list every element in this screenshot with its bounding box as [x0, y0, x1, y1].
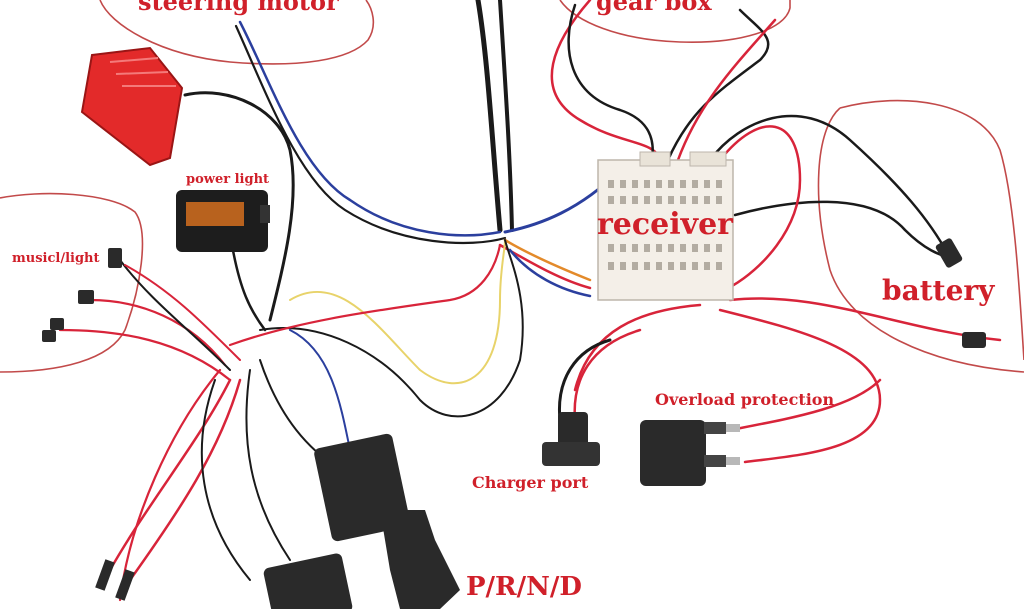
wire-yellow-loop	[289, 239, 506, 385]
wire-red-music-1	[58, 328, 232, 382]
wire-blue-bundle	[289, 329, 351, 451]
wire-red-loop	[228, 243, 502, 347]
wire-black-trunk-2	[498, 0, 514, 232]
wire-black-gearbox	[666, 8, 770, 162]
wire-black-charger	[557, 338, 612, 422]
label-battery: battery	[882, 274, 995, 307]
wire-blue-receiver-2	[508, 248, 592, 298]
wire-red-music-2	[88, 298, 227, 367]
wire-red-overload-2	[573, 303, 702, 392]
wire-red-music-3	[124, 264, 241, 361]
annotation-outlines	[0, 0, 1024, 373]
wire-red-down-2	[128, 378, 242, 582]
wire-black-steering	[234, 24, 507, 245]
power-light-display	[176, 190, 270, 252]
connector-battery	[935, 238, 986, 348]
wire-red-gearbox	[550, 0, 662, 162]
wire-black-battery	[708, 114, 952, 260]
wire-black-loop	[259, 239, 524, 418]
switch-connectors	[95, 433, 460, 609]
label-charger-port: Charger port	[472, 473, 589, 492]
label-gear-selector: P/R/N/D	[466, 572, 582, 602]
wire-red-charger	[573, 328, 642, 422]
wire-black-down-3	[200, 379, 251, 581]
wire-orange-receiver	[503, 238, 592, 282]
wire-blue-steering	[238, 20, 502, 237]
receiver-module	[597, 151, 734, 301]
label-steering-motor: steering motor	[138, 0, 339, 16]
wire-red-gearbox-2	[676, 18, 777, 162]
steering-motor-outline	[99, 0, 375, 65]
gear-box-outline	[559, 0, 791, 43]
wire-black-powerlight-2	[230, 243, 267, 332]
label-power-light: power light	[186, 172, 269, 187]
wire-black-powerlight	[183, 91, 295, 322]
wire-black-music	[119, 259, 231, 371]
wire-red-down-1	[108, 378, 232, 572]
wire-red-overload-3	[718, 378, 882, 434]
red-lamp	[80, 46, 184, 167]
wire-black-battery-2	[733, 200, 952, 260]
wire-red-overload	[718, 297, 1002, 464]
overload-protection-switch	[640, 420, 740, 486]
music-light-outline	[0, 192, 144, 373]
charger-port	[542, 412, 600, 466]
label-overload-protection: Overload protection	[655, 390, 834, 409]
wire-red-battery	[718, 125, 802, 288]
music-light-connectors	[42, 248, 122, 342]
wire-black-down-1	[245, 369, 291, 561]
wire-black-gearbox-2	[567, 3, 654, 162]
wire-black-trunk	[475, 0, 503, 233]
label-receiver: receiver	[597, 207, 734, 242]
battery-outline	[817, 99, 1024, 373]
wire-red-down-3	[118, 368, 222, 602]
label-gear-box: gear box	[596, 0, 712, 16]
wires	[58, 0, 1002, 602]
label-music-light: musicl/light	[12, 251, 100, 266]
